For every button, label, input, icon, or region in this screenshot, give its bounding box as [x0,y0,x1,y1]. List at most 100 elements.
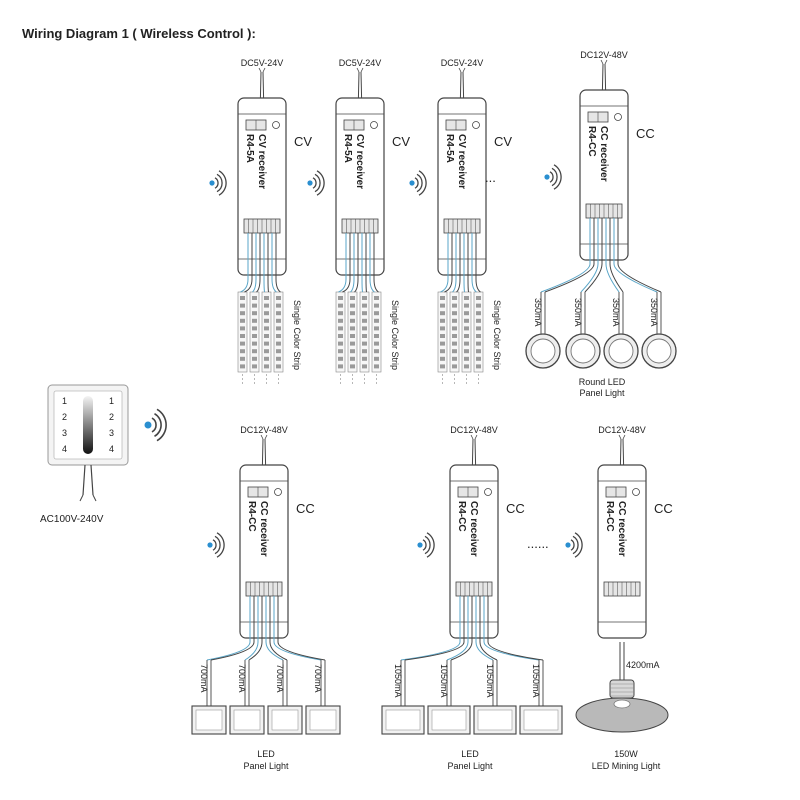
receiver-label: CC receiver [258,501,269,557]
receiver-label: CV receiver [354,134,365,189]
load-label: Single Color Strip [492,300,502,370]
learn-button [484,488,492,496]
led-strip [347,291,358,384]
load-label: Panel Light [447,761,493,771]
led-strip [437,291,448,384]
wireless-signal-icon [144,408,167,442]
learn-button [472,121,480,129]
load-label: Single Color Strip [390,300,400,370]
receiver-model: R4-5A [244,134,255,163]
current-rating-label: 700mA [237,664,247,693]
round-led-panel [641,333,677,369]
load-label: Round LED [579,377,626,387]
led-strip [473,291,484,384]
ellipsis: ... [485,170,496,185]
receiver-model: R4-CC [586,126,597,157]
receiver-label: CV receiver [256,134,267,189]
receiver-model: R4-CC [604,501,615,532]
receiver-model: R4-CC [456,501,467,532]
power-input-label: DC5V-24V [339,58,382,68]
receiver-model: R4-CC [246,501,257,532]
load-label: LED Mining Light [592,761,661,771]
led-strip [249,291,260,384]
load-label: Panel Light [243,761,289,771]
receiver-label: CV receiver [456,134,467,189]
current-rating-label: 700mA [275,664,285,693]
load-label: Single Color Strip [292,300,302,370]
wireless-signal-icon [565,532,583,558]
learn-button [272,121,280,129]
current-rating-label: 4200mA [626,660,660,670]
led-strip [461,291,472,384]
led-strip [449,291,460,384]
wireless-signal-icon [409,170,427,196]
round-led-panel [525,333,561,369]
current-rating-label: 350mA [533,298,543,327]
current-rating-label: 350mA [649,298,659,327]
wireless-signal-icon [417,532,435,558]
learn-button [614,113,622,121]
zone-label: 3 [62,428,67,438]
learn-button [632,488,640,496]
learn-button [274,488,282,496]
current-rating-label: 1050mA [485,664,495,698]
receiver-type-label: CC [636,126,655,141]
zone-label: 3 [109,428,114,438]
current-rating-label: 700mA [313,664,323,693]
load-label: Panel Light [579,388,625,398]
power-input-label: DC12V-48V [450,425,498,435]
wall-panel-remote: 1 2 3 4 1 2 3 4 AC100V-240V [40,384,129,525]
receiver-type-label: CC [296,501,315,516]
current-rating-label: 1050mA [439,664,449,698]
led-strip [273,291,284,384]
power-input-label: DC5V-24V [441,58,484,68]
current-rating-label: 350mA [611,298,621,327]
receiver-label: CC receiver [598,126,609,182]
zone-label: 2 [62,412,67,422]
receiver-model: R4-5A [342,134,353,163]
receiver-type-label: CV [294,134,312,149]
receiver-label: CC receiver [616,501,627,557]
receiver-type-label: CC [506,501,525,516]
led-strip [335,291,346,384]
zone-label: 1 [109,396,114,406]
round-led-panel [565,333,601,369]
receiver-model: R4-5A [444,134,455,163]
led-strip [237,291,248,384]
led-strip [371,291,382,384]
led-mining-light [575,679,669,733]
load-label: LED [257,749,275,759]
load-label: 150W [614,749,638,759]
learn-button [370,121,378,129]
current-rating-label: 700mA [199,664,209,693]
diagram-title: Wiring Diagram 1 ( Wireless Control ): [22,26,256,41]
receiver-type-label: CV [494,134,512,149]
wireless-signal-icon [307,170,325,196]
remote-power-label: AC100V-240V [40,514,104,525]
receiver-type-label: CC [654,501,673,516]
ellipsis: ...... [527,536,549,551]
current-rating-label: 1050mA [393,664,403,698]
wireless-signal-icon [209,170,227,196]
zone-label: 4 [109,444,114,454]
power-input-label: DC12V-48V [598,425,646,435]
round-led-panel [603,333,639,369]
power-input-label: DC12V-48V [580,50,628,60]
wireless-signal-icon [544,164,562,190]
zone-label: 4 [62,444,67,454]
wireless-signal-icon [207,532,225,558]
zone-label: 2 [109,412,114,422]
current-rating-label: 1050mA [531,664,541,698]
receiver-type-label: CV [392,134,410,149]
dimmer-slider [83,396,93,454]
receiver-label: CC receiver [468,501,479,557]
current-rating-label: 350mA [573,298,583,327]
